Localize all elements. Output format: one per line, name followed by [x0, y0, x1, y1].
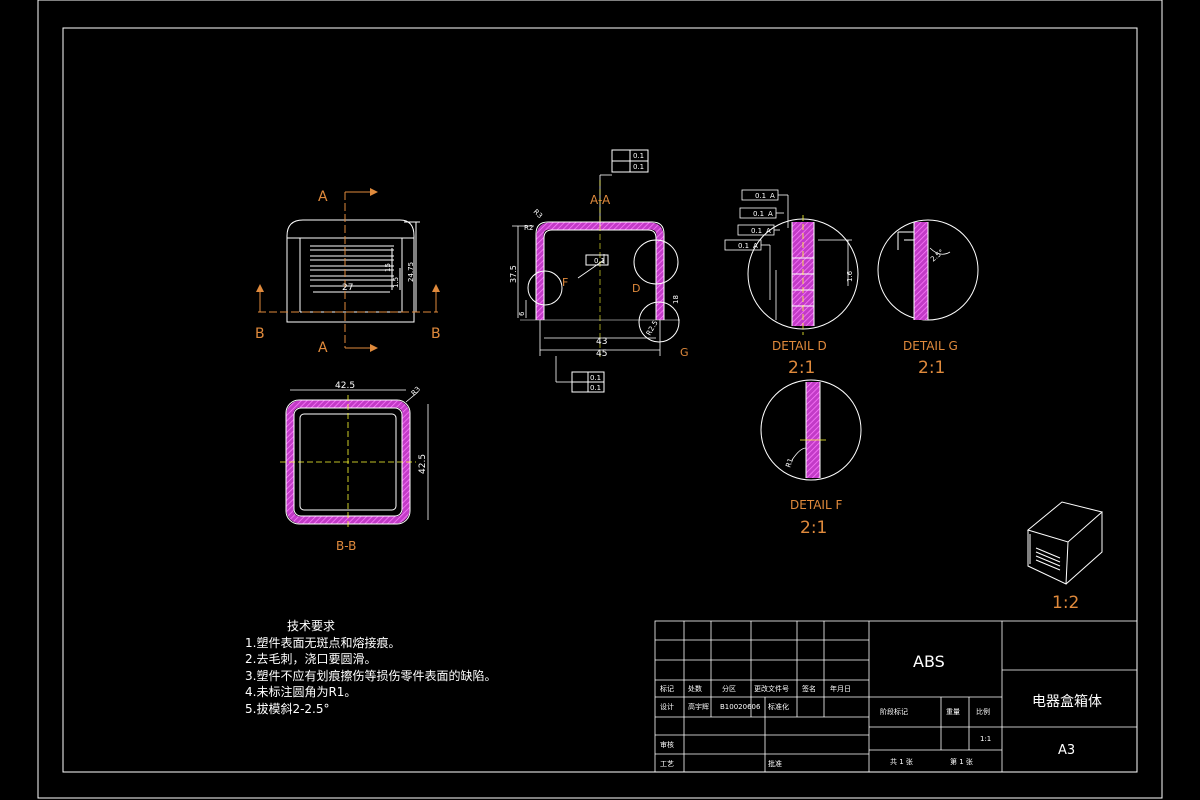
- note-item: 3.塑件不应有划痕擦伤等损伤零件表面的缺陷。: [245, 668, 497, 683]
- tb-approve: 批准: [768, 759, 782, 768]
- title-block: [654, 620, 1138, 773]
- tb-student-id: B10020606: [720, 703, 761, 711]
- detail-g-view: [877, 219, 979, 321]
- section-a-arrowhead-bottom: [370, 344, 378, 352]
- label-detail-d-callout: D: [632, 282, 640, 295]
- gdt-d-datum-3: A: [766, 227, 771, 235]
- section-aa-view: [512, 149, 680, 393]
- inner-border: [62, 27, 1138, 773]
- scale-detail-f: 2:1: [800, 518, 827, 538]
- gdt-top-value-2: 0.1: [633, 163, 644, 171]
- note-item: 2.去毛刺，浇口要圆滑。: [245, 652, 377, 666]
- dim-r3: R3: [532, 208, 544, 220]
- label-aa: A-A: [590, 193, 611, 207]
- section-b-arrowhead-right: [432, 284, 440, 292]
- dim-r2: R2: [524, 224, 533, 232]
- dim-front-24-75: 24.75: [407, 262, 415, 282]
- note-item: 1.塑件表面无斑点和熔接痕。: [245, 635, 401, 650]
- rev-header-count: 处数: [688, 684, 702, 693]
- dim-bb-42-5-h: 42.5: [418, 454, 428, 474]
- label-detail-d: DETAIL D: [772, 339, 827, 353]
- dim-37-5: 37.5: [509, 265, 518, 283]
- label-detail-f: DETAIL F: [790, 498, 842, 512]
- rev-header-sign: 签名: [802, 684, 816, 693]
- gdt-bottom-value-1: 0.1: [590, 374, 601, 382]
- note-item: 5.拔模斜2-2.5°: [245, 701, 330, 716]
- gdt-bottom-value-2: 0.1: [590, 384, 601, 392]
- dim-d-1-6: 1.6: [846, 270, 854, 282]
- dim-45: 45: [596, 349, 607, 359]
- section-bb-view: [280, 389, 429, 530]
- tb-weight: 重量: [946, 708, 960, 716]
- tb-material: ABS: [913, 652, 945, 671]
- section-a-arrowhead-top: [370, 188, 378, 196]
- label-b-left: B: [255, 326, 265, 342]
- gdt-d-datum-2: A: [768, 210, 773, 218]
- gdt-d-value-4: 0.1: [738, 242, 749, 250]
- scale-iso: 1:2: [1052, 593, 1079, 613]
- rev-header-doc: 更改文件号: [754, 684, 789, 693]
- detail-f-view: [760, 379, 862, 481]
- dim-6: 6: [518, 311, 526, 316]
- front-view: [286, 219, 420, 323]
- tb-sheet-no: 第 1 张: [950, 757, 973, 766]
- label-bb: B-B: [336, 539, 356, 553]
- tb-standardize: 标准化: [768, 702, 789, 711]
- label-a-bottom: A: [318, 340, 328, 356]
- notes-title: 技术要求: [287, 619, 336, 633]
- tb-designer: 高宇辉: [688, 702, 709, 711]
- scale-detail-d: 2:1: [788, 358, 815, 378]
- technical-requirements: 技术要求 1.塑件表面无斑点和熔接痕。 2.去毛刺，浇口要圆滑。 3.塑件不应有…: [245, 618, 496, 717]
- outer-border: [37, 0, 1163, 799]
- gdt-d-datum-1: A: [770, 192, 775, 200]
- dim-bb-42-5-w: 42.5: [335, 381, 355, 391]
- gdt-top-value-1: 0.1: [633, 152, 644, 160]
- isometric-view: [1026, 501, 1104, 585]
- gdt-d-value-3: 0.1: [751, 227, 762, 235]
- dim-g-angle: 2.5°: [929, 248, 945, 264]
- scale-detail-g: 2:1: [918, 358, 945, 378]
- dim-43: 43: [596, 337, 607, 347]
- rev-header-date: 年月日: [830, 684, 851, 693]
- dim-r2-5: R2.5: [645, 319, 660, 337]
- dim-front-15: 15: [384, 263, 392, 272]
- tb-stage-mark: 阶段标记: [880, 707, 908, 716]
- tb-check: 审核: [660, 740, 674, 749]
- gdt-d-value-1: 0.1: [755, 192, 766, 200]
- tb-design: 设计: [660, 702, 674, 711]
- tb-sheet-size: A3: [1058, 743, 1075, 758]
- tb-process: 工艺: [660, 760, 674, 768]
- tb-scale-value: 1:1: [980, 735, 991, 743]
- dim-front-27: 27: [342, 283, 353, 293]
- dim-18: 18: [672, 295, 680, 304]
- gdt-profile-value: 0.1: [594, 257, 605, 265]
- dim-front-1-5: 1.5: [392, 277, 400, 288]
- label-detail-f-callout: F: [562, 276, 568, 289]
- label-detail-g-callout: G: [680, 346, 689, 359]
- label-a-top: A: [318, 189, 328, 205]
- section-b-arrowhead-left: [256, 284, 264, 292]
- dim-f-r1: R1: [784, 457, 795, 469]
- tb-sheets-total: 共 1 张: [890, 757, 913, 766]
- gdt-d-datum-4: A: [753, 242, 758, 250]
- detail-d-view: [724, 189, 859, 335]
- rev-header-mark: 标记: [660, 684, 674, 693]
- label-detail-g: DETAIL G: [903, 339, 958, 353]
- dim-bb-r3: R3: [410, 385, 422, 397]
- gdt-d-value-2: 0.1: [753, 210, 764, 218]
- rev-header-zone: 分区: [722, 684, 736, 693]
- label-b-right: B: [431, 326, 441, 342]
- note-item: 4.未标注圆角为R1。: [245, 685, 357, 699]
- tb-scale-label: 比例: [976, 707, 990, 716]
- tb-part-name: 电器盒箱体: [1032, 693, 1102, 710]
